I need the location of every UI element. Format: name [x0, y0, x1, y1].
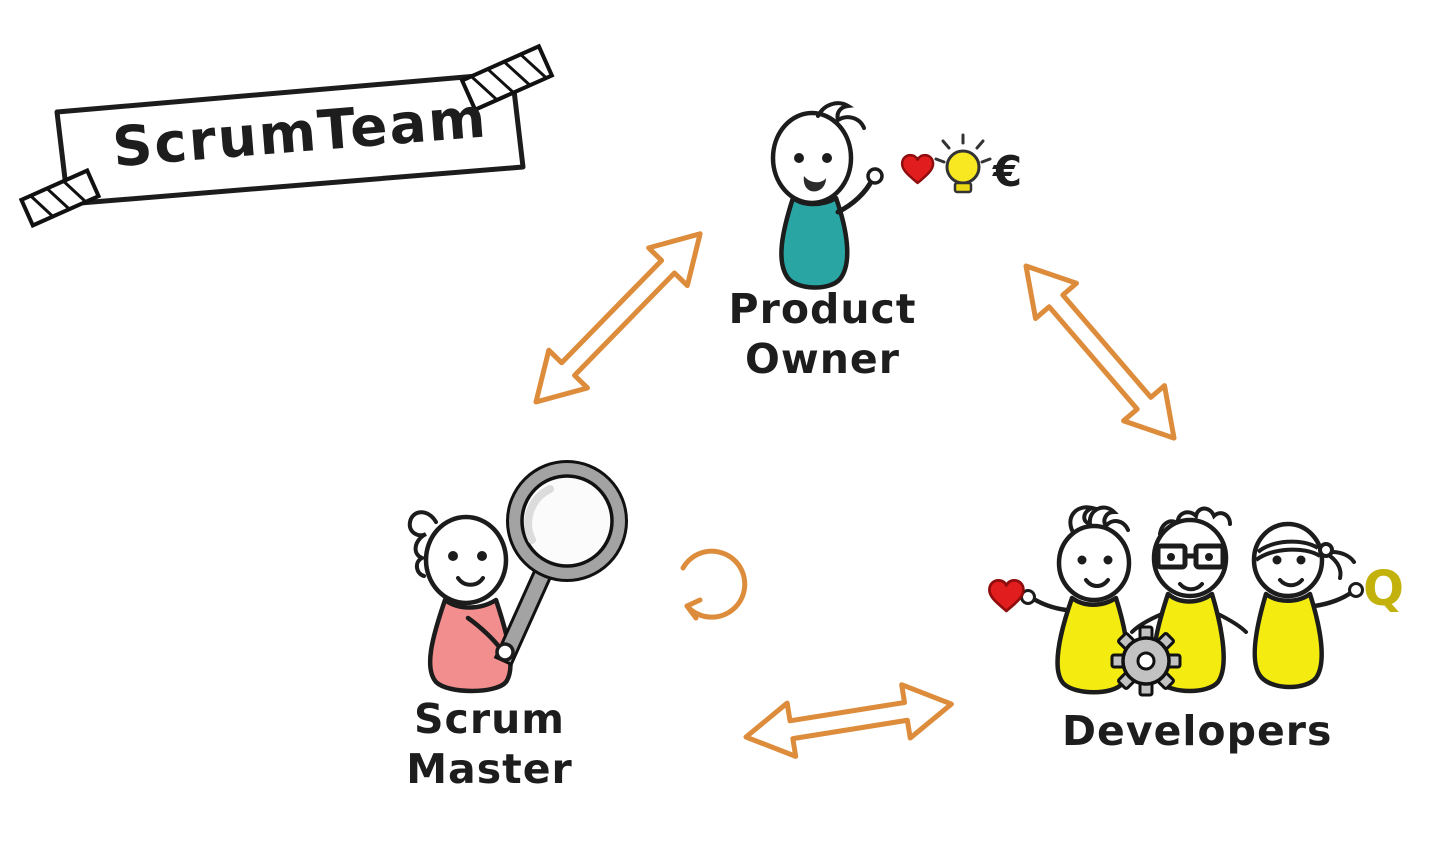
arrow-scrum-master-developers	[743, 682, 954, 759]
arrow-product-owner-developers	[1023, 263, 1177, 441]
developers-figures	[988, 505, 1364, 697]
developer1-hair	[1068, 505, 1130, 536]
scrum-master-figure	[407, 460, 628, 694]
developer2-hair	[1158, 506, 1232, 536]
headband-icon	[1254, 539, 1356, 580]
product-owner-hair	[816, 101, 866, 130]
cycle-arrows-icon	[680, 548, 748, 621]
scrum-master-hand	[495, 642, 515, 662]
scrum-master-body	[427, 597, 513, 694]
developer1-head	[1056, 523, 1132, 603]
tape-icon	[18, 167, 102, 229]
developer3-body	[1252, 591, 1324, 690]
product-owner-label-line2: Owner	[745, 335, 900, 384]
heart-icon	[988, 579, 1025, 613]
arrow-product-owner-scrum-master	[533, 231, 703, 405]
developer1-body	[1055, 595, 1130, 695]
lightbulb-icon	[934, 133, 992, 194]
gear-icon	[1110, 625, 1182, 697]
developers-label: Developers	[1062, 707, 1333, 755]
product-owner-label: Product Owner	[705, 284, 940, 384]
scrum-master-hair	[407, 510, 438, 578]
banner-frame	[18, 43, 555, 229]
product-owner-head	[770, 110, 854, 206]
heart-icon	[900, 153, 935, 185]
scrum-master-label-line2: Master	[406, 745, 573, 794]
quality-letter: Q	[1363, 561, 1405, 617]
euro-symbol: €	[992, 147, 1024, 196]
tape-icon	[459, 43, 555, 113]
scrum-master-label: Scrum Master	[372, 694, 607, 794]
scrum-master-label-line1: Scrum	[414, 695, 565, 743]
product-owner-figure	[770, 101, 884, 290]
magnifying-glass-icon	[493, 460, 628, 667]
product-owner-label-line1: Product	[728, 285, 917, 333]
scrum-master-head	[423, 514, 509, 606]
